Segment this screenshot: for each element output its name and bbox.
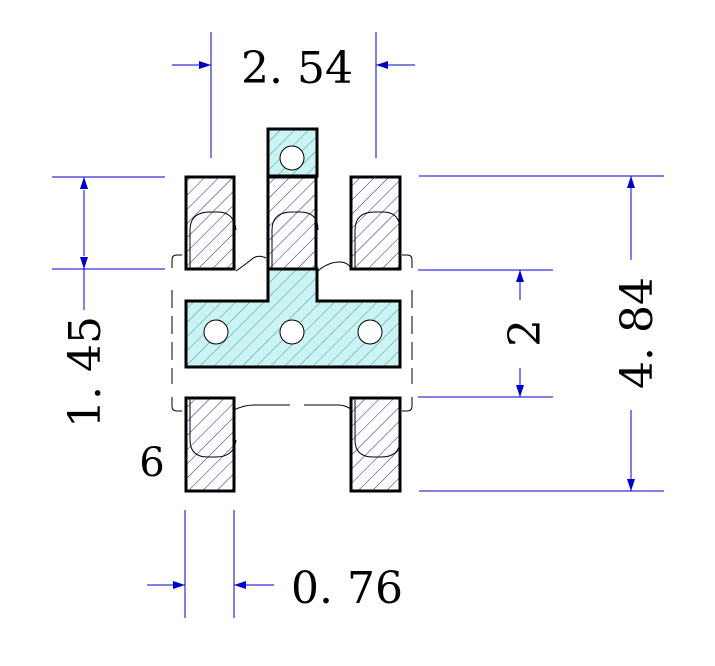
pad-top-right [349,175,402,271]
pin-number-label: 6 [139,440,164,486]
pad-bottom-left [184,396,237,493]
pad-bottom-right [349,396,402,493]
pad-height-label: 1. 45 [60,316,111,428]
dimension-overall-height [419,175,664,492]
pad-top-left [184,175,237,271]
pitch-label: 2. 54 [241,43,353,94]
pad-spacing-label: 2 [500,319,551,347]
overall-height-label: 4. 84 [612,277,663,389]
pad-width-label: 0. 76 [291,563,403,614]
dimension-pitch [172,32,415,158]
pad-top-middle [266,175,319,271]
dimension-pad-spacing [418,269,553,398]
body-outline [171,254,413,412]
metal-tab-top [266,127,319,178]
dimension-pad-height [52,176,165,310]
dimension-pad-width [147,510,274,618]
metal-body [184,267,402,369]
